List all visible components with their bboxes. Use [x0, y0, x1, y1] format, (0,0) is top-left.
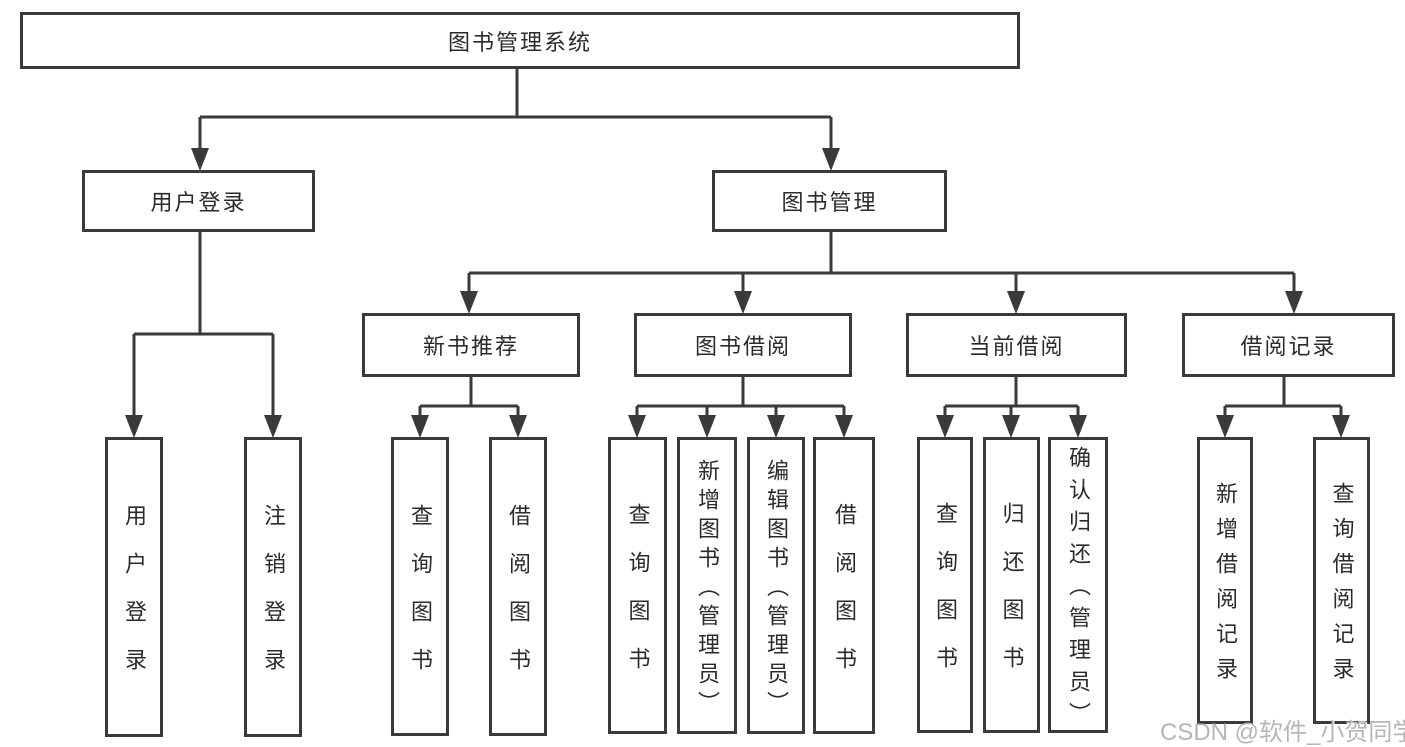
leaf-logout: 注销登录 [244, 437, 302, 737]
node-user-login-branch: 用户登录 [82, 170, 315, 232]
node-borrow-records-label: 借阅记录 [1240, 334, 1337, 359]
leaf-recommend-query-book: 查询图书 [391, 437, 449, 736]
arrowheads [125, 148, 1350, 438]
leaf-confirm-return-admin: 确认归还（管理员） [1048, 437, 1108, 734]
leaf-add-book-admin-label: 新增图书（管理员） [695, 458, 720, 720]
node-root-system: 图书管理系统 [20, 12, 1020, 69]
node-book-management-branch: 图书管理 [712, 170, 947, 232]
node-current-borrow: 当前借阅 [906, 313, 1127, 377]
node-user-login-branch-label: 用户登录 [150, 190, 247, 215]
leaf-return-book-label: 归还图书 [999, 502, 1025, 694]
leaf-user-login: 用户登录 [105, 437, 163, 737]
leaf-query-borrow-record-label: 查询借阅记录 [1329, 482, 1355, 692]
leaf-borrow-book: 借阅图书 [813, 437, 875, 734]
leaf-add-borrow-record: 新增借阅记录 [1197, 437, 1253, 724]
leaf-confirm-return-admin-label: 确认归还（管理员） [1066, 446, 1091, 734]
node-current-borrow-label: 当前借阅 [968, 334, 1065, 359]
leaf-edit-book-admin: 编辑图书（管理员） [747, 437, 805, 734]
leaf-recommend-query-book-label: 查询图书 [408, 503, 433, 696]
node-book-borrow-label: 图书借阅 [694, 334, 791, 359]
leaf-return-book: 归还图书 [983, 437, 1040, 733]
node-book-borrow: 图书借阅 [634, 313, 852, 377]
leaf-current-query-book: 查询图书 [917, 437, 973, 733]
leaf-recommend-borrow-book: 借阅图书 [489, 437, 547, 736]
node-borrow-records: 借阅记录 [1182, 313, 1395, 377]
csdn-watermark: CSDN @软件_小贺同学 [1160, 719, 1405, 746]
node-book-management-branch-label: 图书管理 [781, 190, 878, 215]
node-new-book-recommend-label: 新书推荐 [422, 334, 519, 359]
leaf-borrow-query-book: 查询图书 [608, 437, 667, 734]
leaf-query-borrow-record: 查询借阅记录 [1313, 437, 1370, 724]
leaf-edit-book-admin-label: 编辑图书（管理员） [764, 458, 789, 720]
leaf-current-query-book-label: 查询图书 [933, 502, 958, 694]
leaf-user-login-label: 用户登录 [122, 504, 147, 696]
node-new-book-recommend: 新书推荐 [362, 313, 580, 377]
node-root-system-label: 图书管理系统 [447, 29, 592, 55]
leaf-add-borrow-record-label: 新增借阅记录 [1213, 482, 1238, 692]
leaf-logout-label: 注销登录 [261, 504, 286, 696]
leaf-add-book-admin: 新增图书（管理员） [677, 437, 737, 734]
leaf-borrow-query-book-label: 查询图书 [625, 502, 651, 695]
leaf-borrow-book-label: 借阅图书 [832, 502, 857, 695]
leaf-recommend-borrow-book-label: 借阅图书 [506, 503, 531, 696]
